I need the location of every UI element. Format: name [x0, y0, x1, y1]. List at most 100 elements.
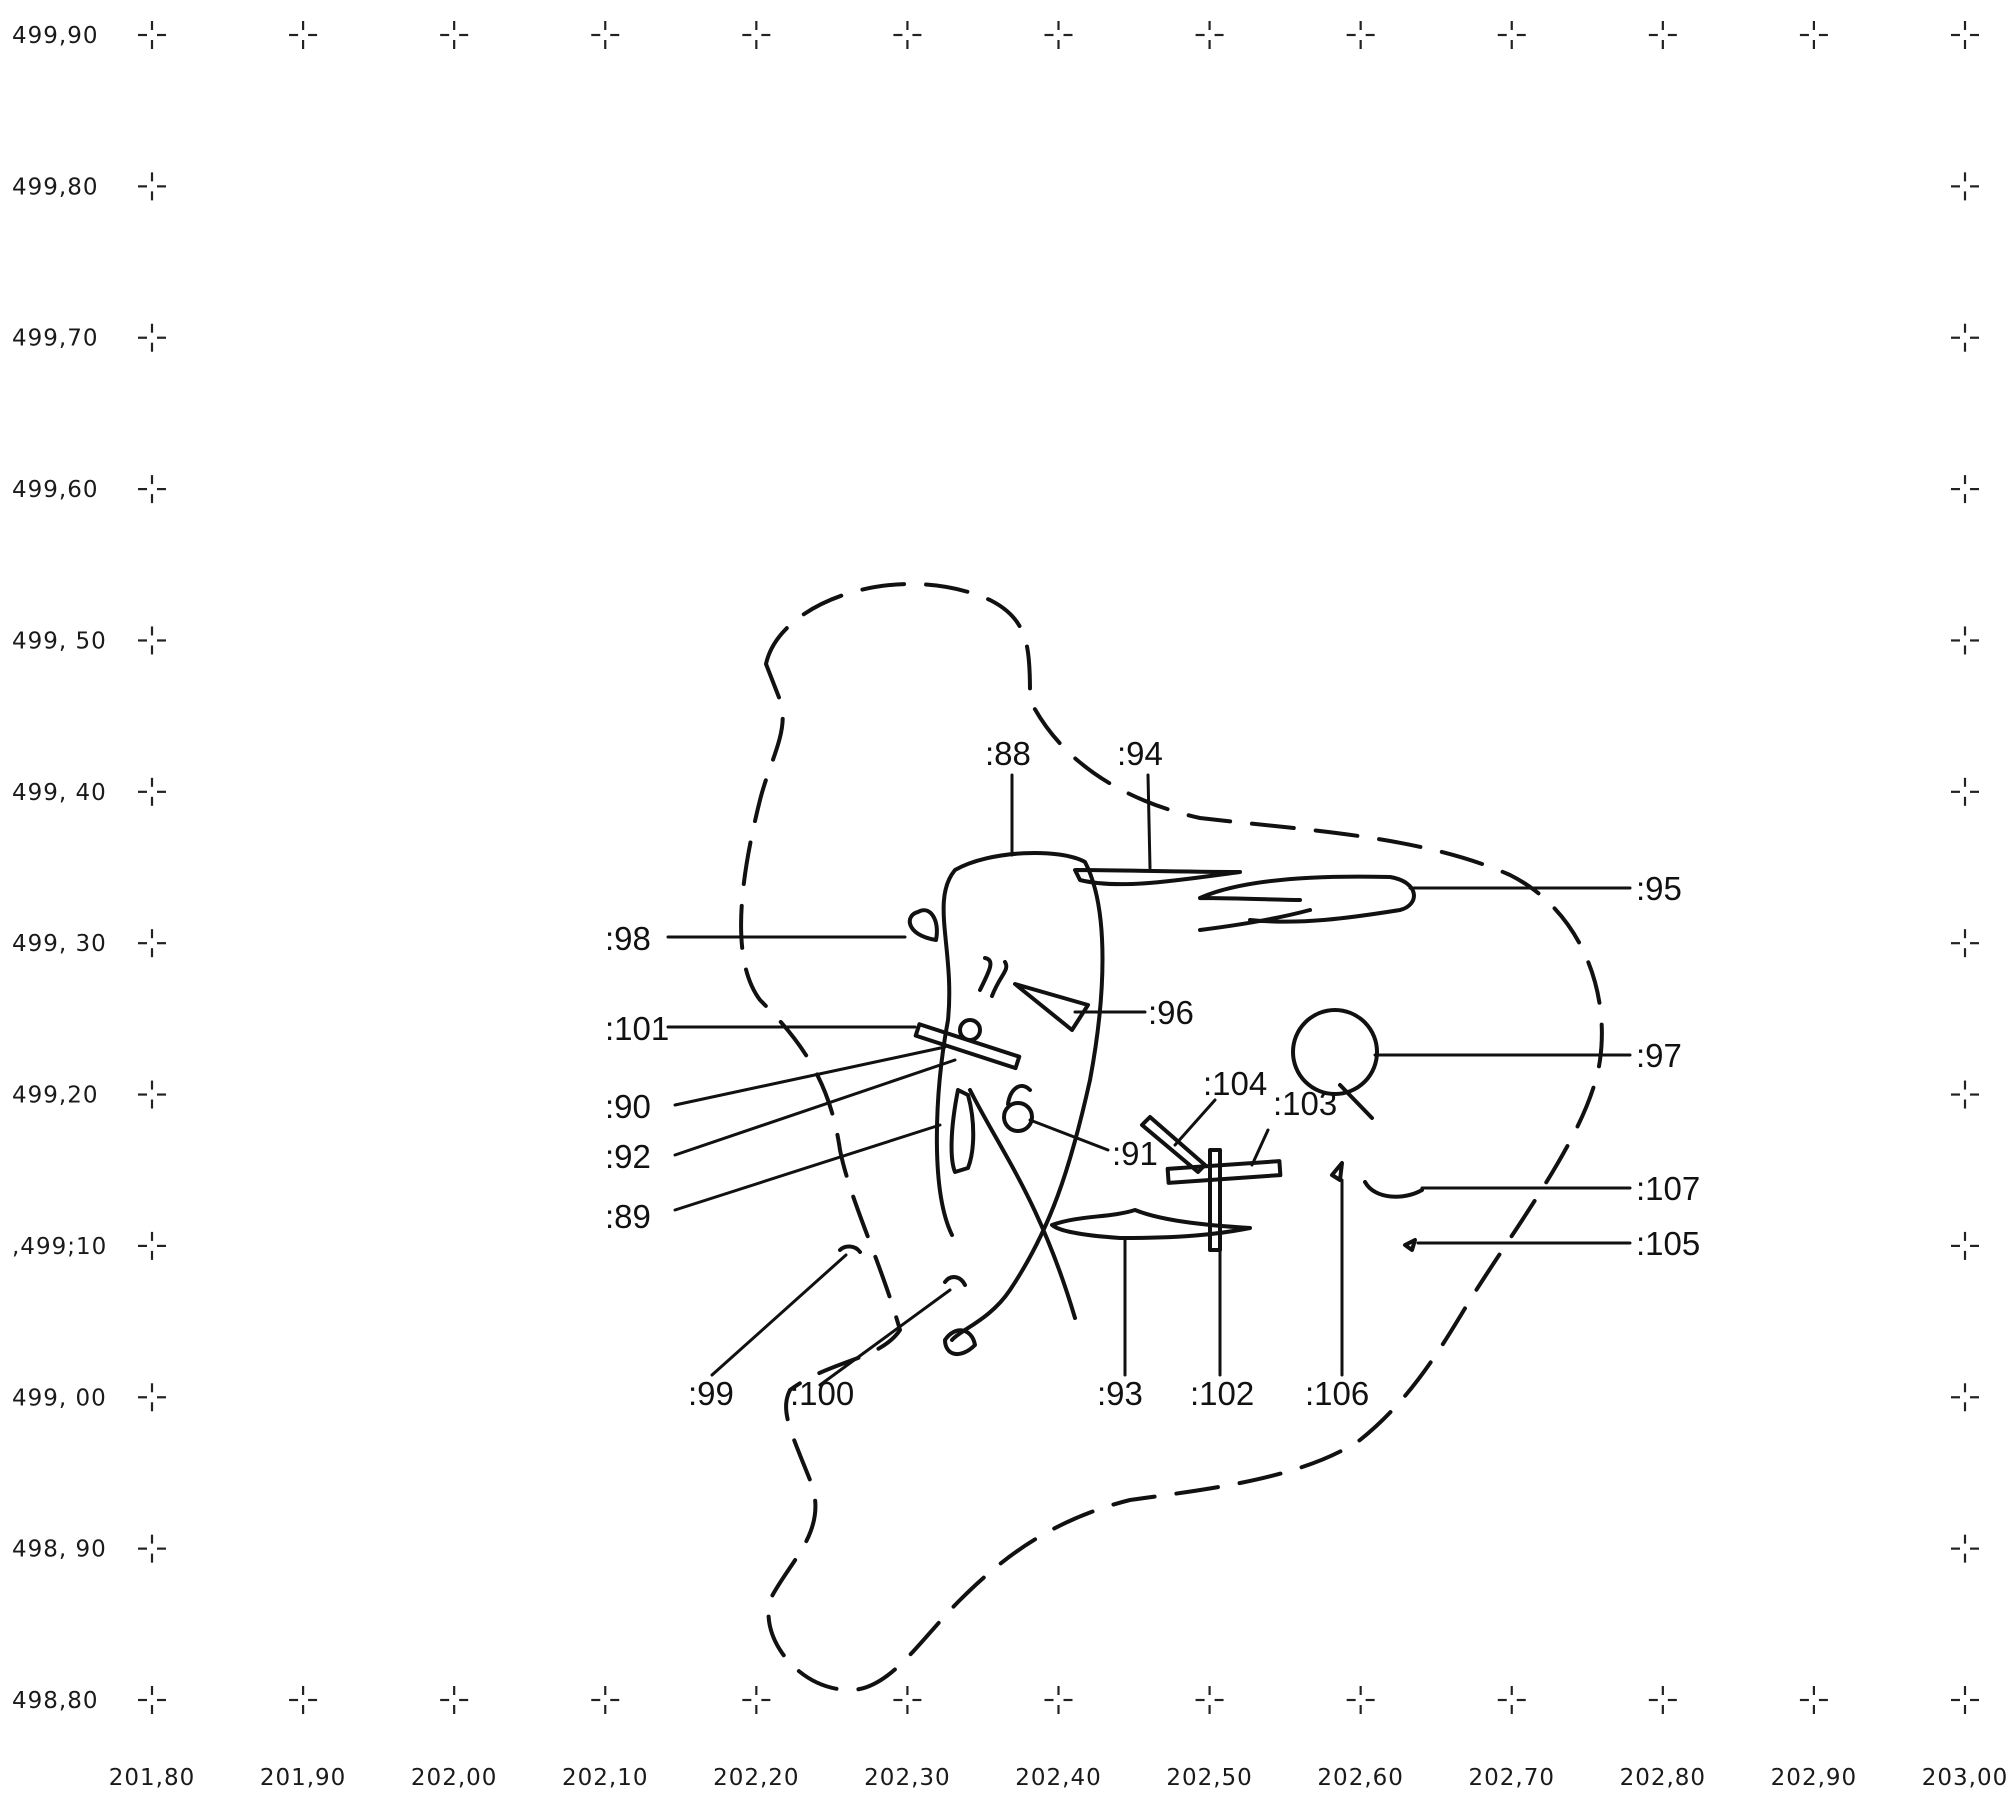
grid-cross-12-9 — [1951, 1383, 1979, 1412]
x-tick-label: 202,60 — [1317, 1765, 1403, 1791]
feature-label-96: :96 — [1148, 994, 1194, 1031]
grid-cross-12-8 — [1951, 1231, 1979, 1260]
feature-92-shape — [978, 956, 1009, 998]
x-tick-label: 203,00 — [1922, 1765, 2008, 1791]
feature-104-shape — [1140, 1115, 1207, 1174]
feature-label-90: :90 — [605, 1088, 651, 1125]
grid-cross-12-1 — [1951, 172, 1979, 201]
leader-lines — [666, 773, 1632, 1387]
feature-label-88: :88 — [985, 735, 1031, 772]
feature-96-shape — [1013, 982, 1090, 1032]
y-tick-label: ,499;10 — [12, 1234, 107, 1260]
feature-97-line — [1338, 1083, 1374, 1120]
grid-cross-0-2 — [138, 323, 166, 352]
grid-cross-12-7 — [1951, 1080, 1979, 1109]
grid-cross-8-11 — [1346, 1686, 1375, 1714]
feature-label-92: :92 — [605, 1138, 651, 1175]
grid-cross-5-0 — [893, 21, 922, 49]
x-tick-label: 202,50 — [1166, 1765, 1252, 1791]
grid-cross-12-11 — [1951, 1686, 1979, 1714]
x-tick-label: 202,30 — [864, 1765, 950, 1791]
feature-105-shape — [1403, 1238, 1417, 1252]
grid-cross-0-11 — [138, 1686, 166, 1714]
grid-cross-7-11 — [1195, 1686, 1224, 1714]
feature-94-shape — [1073, 868, 1242, 887]
x-tick-label: 202,80 — [1620, 1765, 1706, 1791]
feature-label-106: :106 — [1305, 1375, 1369, 1412]
x-tick-label: 202,40 — [1015, 1765, 1101, 1791]
feature-88-head — [943, 1328, 977, 1356]
feature-label-104: :104 — [1203, 1065, 1267, 1102]
feature-label-97: :97 — [1636, 1037, 1682, 1074]
grid-cross-6-0 — [1044, 21, 1073, 49]
pit-outline — [739, 581, 1604, 1692]
feature-103-shape — [1165, 1159, 1283, 1185]
feature-label-93: :93 — [1097, 1375, 1143, 1412]
grid-cross-1-11 — [289, 1686, 318, 1714]
x-tick-label: 201,90 — [260, 1765, 346, 1791]
grid-cross-2-11 — [440, 1686, 469, 1714]
feature-88-crossline — [968, 1088, 1077, 1320]
y-tick-label: 498, 90 — [12, 1537, 107, 1563]
x-axis-labels: 201,80 201,90 202,00 202,10 202,20 202,30 202,… — [109, 1765, 2008, 1791]
grid-cross-0-5 — [138, 777, 166, 806]
grid-cross-12-4 — [1951, 626, 1979, 655]
grid-cross-0-6 — [138, 929, 166, 958]
y-tick-label: 499, 00 — [12, 1385, 107, 1411]
feature-107-shape — [1363, 1180, 1424, 1199]
feature-91-hook — [1006, 1084, 1032, 1106]
x-tick-label: 202,20 — [713, 1765, 799, 1791]
grid-cross-12-0 — [1951, 21, 1979, 49]
feature-102-shape — [1208, 1148, 1222, 1252]
grid-cross-0-4 — [138, 626, 166, 655]
feature-99-shape — [838, 1244, 862, 1254]
grid-cross-3-0 — [591, 21, 620, 49]
x-tick-label: 202,10 — [562, 1765, 648, 1791]
feature-91-shape — [1002, 1101, 1034, 1133]
grid-cross-2-0 — [440, 21, 469, 49]
grid-cross-0-7 — [138, 1080, 166, 1109]
grid-cross-1-0 — [289, 21, 318, 49]
grid-cross-0-8 — [138, 1231, 166, 1260]
grid-cross-12-10 — [1951, 1534, 1979, 1563]
feature-90-shape — [958, 1018, 982, 1042]
grid-cross-0-1 — [138, 172, 166, 201]
y-tick-label: 499, 50 — [12, 628, 107, 654]
feature-label-89: :89 — [605, 1198, 651, 1235]
grid-cross-10-0 — [1648, 21, 1677, 49]
grid-cross-0-3 — [138, 475, 166, 504]
feature-101-shape — [913, 1022, 1022, 1071]
x-tick-label: 202,90 — [1771, 1765, 1857, 1791]
grid-cross-11-11 — [1799, 1686, 1828, 1714]
x-tick-label: 201,80 — [109, 1765, 195, 1791]
feature-89-shape — [949, 1088, 976, 1174]
x-tick-label: 202,70 — [1469, 1765, 1555, 1791]
y-tick-label: 499,70 — [12, 326, 98, 352]
y-tick-label: 498,80 — [12, 1688, 98, 1714]
grid-cross-9-11 — [1497, 1686, 1526, 1714]
x-tick-label: 202,00 — [411, 1765, 497, 1791]
feature-93-shape — [1050, 1208, 1252, 1240]
feature-100-shape — [943, 1275, 967, 1287]
grid-cross-0-10 — [138, 1534, 166, 1563]
feature-label-91: :91 — [1112, 1135, 1158, 1172]
feature-label-102: :102 — [1190, 1375, 1254, 1412]
grid-cross-6-11 — [1044, 1686, 1073, 1714]
grid-cross-4-11 — [742, 1686, 771, 1714]
y-tick-label: 499,90 — [12, 23, 98, 49]
grid-cross-10-11 — [1648, 1686, 1677, 1714]
feature-label-103: :103 — [1273, 1085, 1337, 1122]
feature-88-shape — [934, 850, 1105, 1342]
feature-label-105: :105 — [1636, 1225, 1700, 1262]
grid-cross-12-2 — [1951, 323, 1979, 352]
feature-label-98: :98 — [605, 920, 651, 957]
grid-cross-4-0 — [742, 21, 771, 49]
feature-106-shape — [1330, 1161, 1344, 1182]
grid-cross-0-0 — [138, 21, 166, 49]
grid-cross-5-11 — [893, 1686, 922, 1714]
feature-label-100: :100 — [790, 1375, 854, 1412]
y-tick-label: 499, 30 — [12, 931, 107, 957]
grid-cross-12-6 — [1951, 929, 1979, 958]
grid-cross-9-0 — [1497, 21, 1526, 49]
